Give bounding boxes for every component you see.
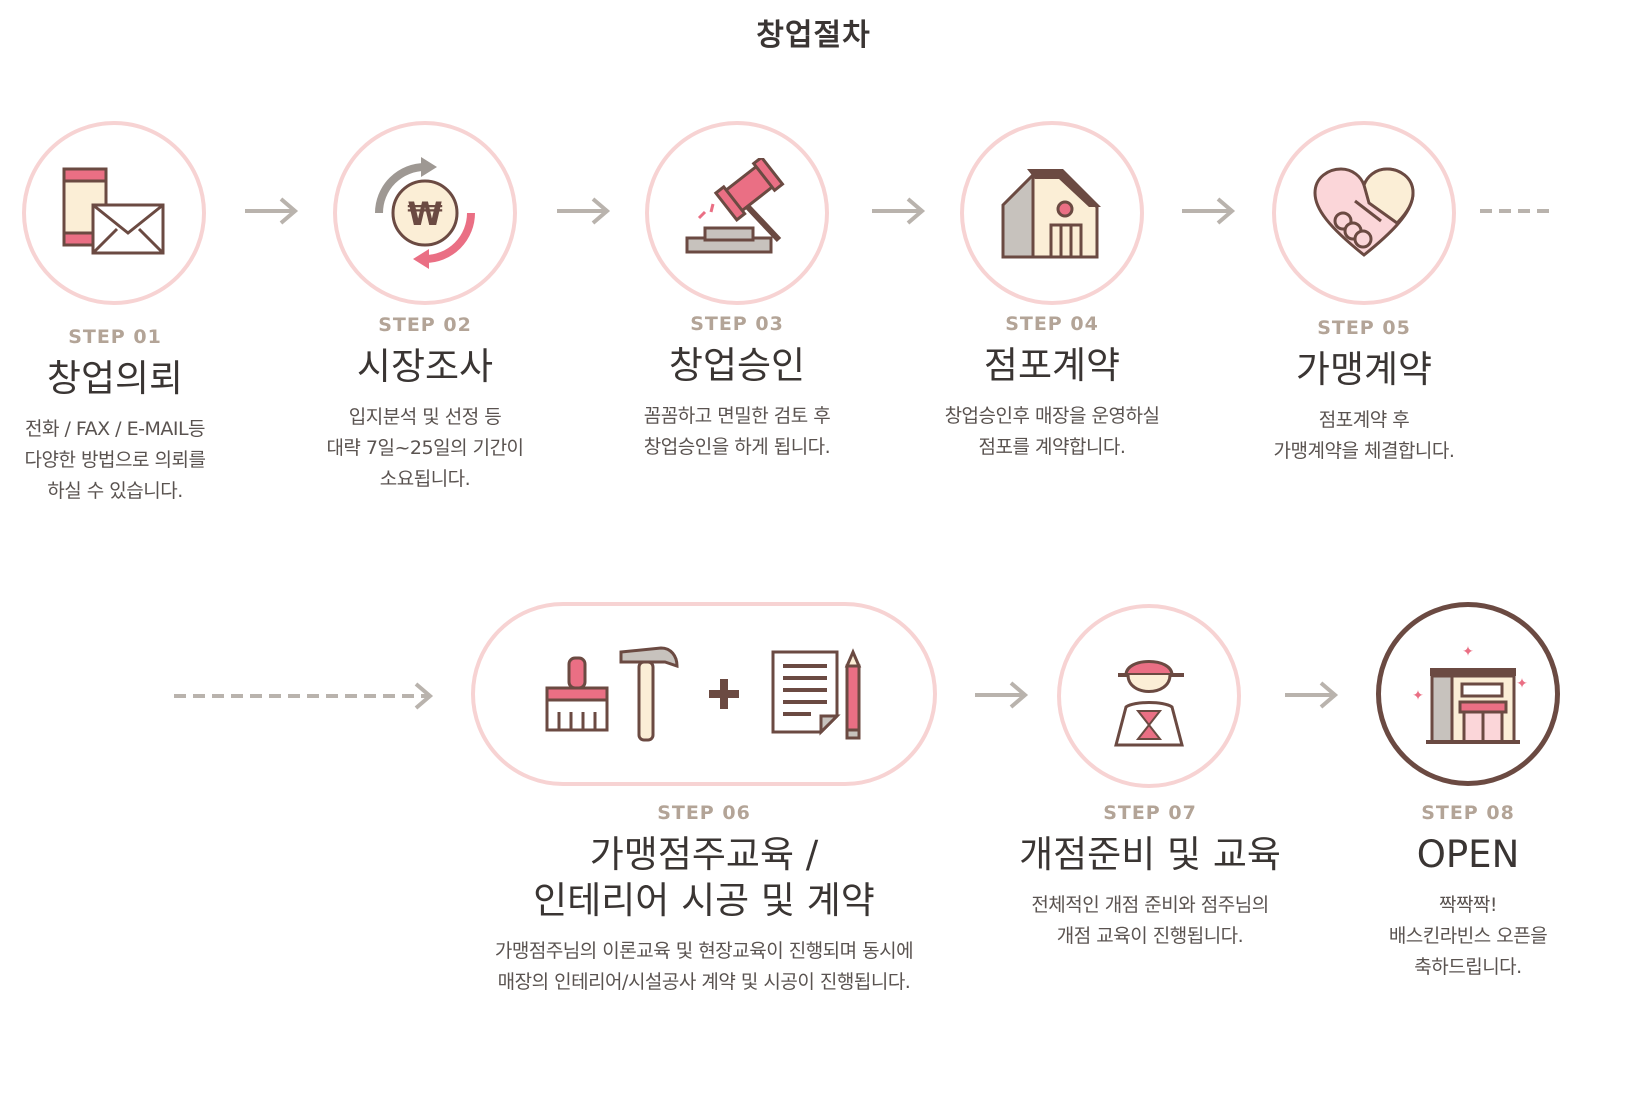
plus-icon <box>707 677 741 711</box>
step-02-circle: ₩ <box>333 121 517 305</box>
step-label: STEP 04 <box>1005 313 1099 335</box>
step-label: STEP 06 <box>657 802 751 824</box>
step-name: 창업의뢰 <box>46 357 184 400</box>
step-name: 개점준비 및 교육 <box>1019 833 1281 876</box>
step-06-text: STEP 06 가맹점주교육 /인테리어 시공 및 계약 가맹점주님의 이론교육… <box>444 802 964 998</box>
step-01-circle <box>22 121 206 305</box>
svg-text:✦: ✦ <box>1412 688 1424 704</box>
svg-text:✦: ✦ <box>1516 676 1528 692</box>
paint-brush-icon <box>541 654 613 734</box>
handshake-heart-icon <box>1309 163 1419 263</box>
step-name: OPEN <box>1416 833 1520 876</box>
arrow-right-icon <box>973 680 1029 710</box>
step-06-pill <box>471 602 937 786</box>
phone-mail-icon <box>59 163 169 263</box>
step-05-circle <box>1272 121 1456 305</box>
step-name: 점포계약 <box>983 344 1121 387</box>
dashed-arrow-right-icon <box>172 680 436 712</box>
step-name: 가맹점주교육 /인테리어 시공 및 계약 <box>533 833 875 922</box>
arrow-right-icon <box>555 196 611 226</box>
page-title: 창업절차 <box>756 18 871 53</box>
step-label: STEP 08 <box>1421 802 1515 824</box>
arrow-right-icon <box>1283 680 1339 710</box>
step-07-circle <box>1057 604 1241 788</box>
house-icon <box>997 163 1107 263</box>
step-name: 시장조사 <box>356 345 494 388</box>
step-04-circle <box>960 121 1144 305</box>
step-label: STEP 01 <box>68 326 162 348</box>
step-label: STEP 05 <box>1317 317 1411 339</box>
svg-text:₩: ₩ <box>407 195 442 233</box>
arrow-right-icon <box>1180 196 1236 226</box>
step-08-circle: ✦ ✦ ✦ <box>1376 602 1560 786</box>
step-label: STEP 03 <box>690 313 784 335</box>
step-name: 창업승인 <box>668 344 806 387</box>
worker-icon <box>1104 641 1194 751</box>
svg-text:✦: ✦ <box>1462 644 1474 660</box>
store-sparkle-icon: ✦ ✦ ✦ <box>1398 634 1538 754</box>
arrow-right-icon <box>243 196 299 226</box>
gavel-icon <box>677 158 797 268</box>
step-name: 가맹계약 <box>1295 348 1433 391</box>
step-label: STEP 02 <box>378 314 472 336</box>
document-pencil-icon <box>767 646 867 742</box>
hammer-icon <box>617 644 681 744</box>
step-03-circle <box>645 121 829 305</box>
won-cycle-icon: ₩ <box>365 153 485 273</box>
dashed-connector-icon <box>1478 204 1554 218</box>
step-label: STEP 07 <box>1103 802 1197 824</box>
arrow-right-icon <box>870 196 926 226</box>
